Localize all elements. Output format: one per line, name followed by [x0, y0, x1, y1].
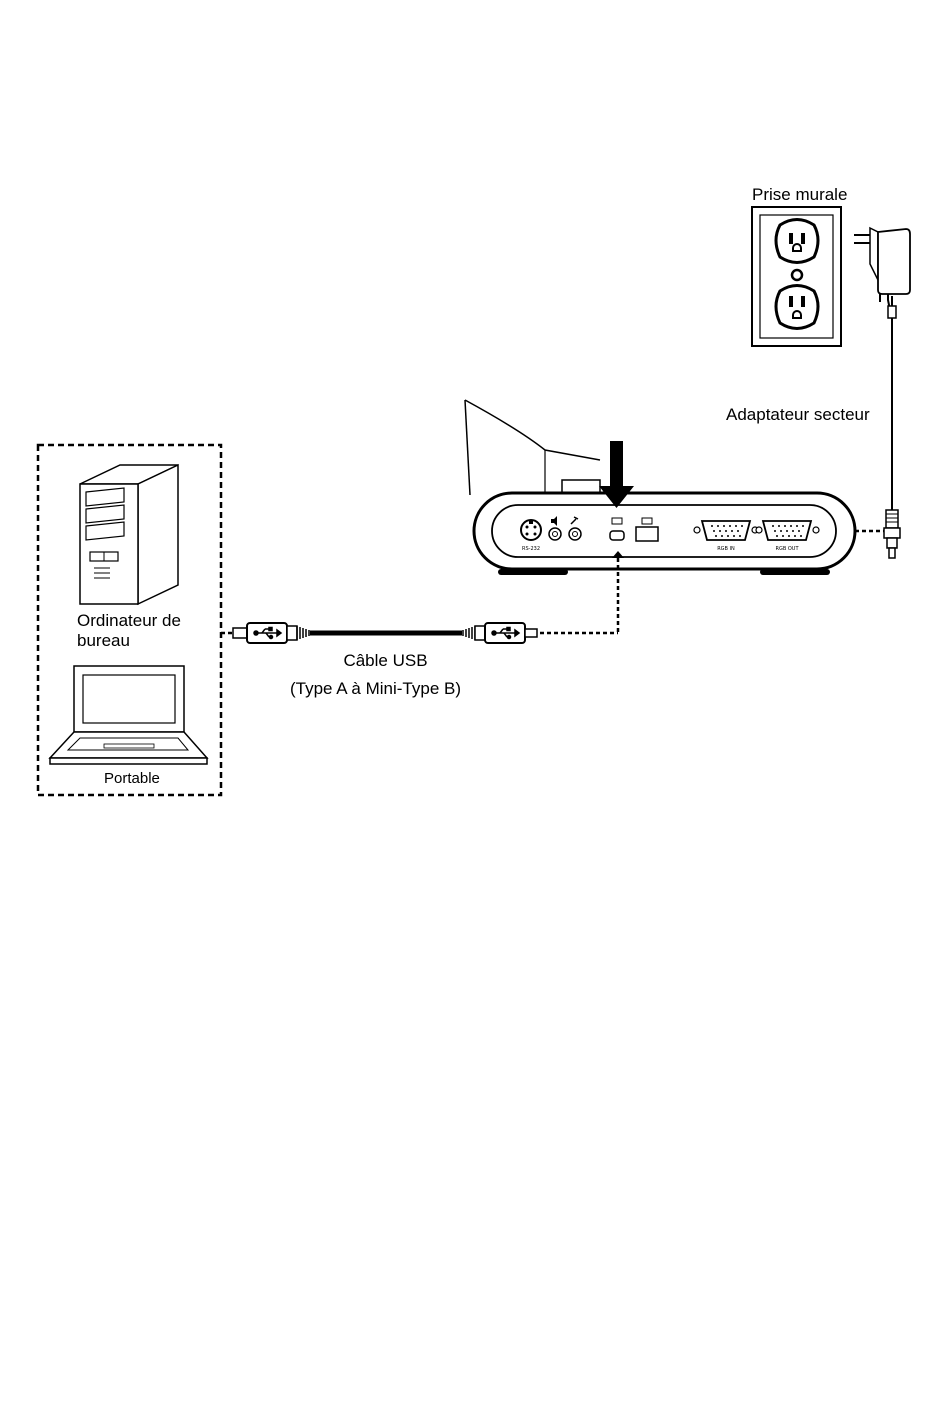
laptop-icon	[50, 666, 207, 764]
usb-cable-label: Câble USB	[338, 651, 433, 671]
wall-outlet-icon	[752, 207, 841, 346]
laptop-label: Portable	[104, 769, 160, 789]
desktop-tower-icon	[80, 465, 178, 604]
wall-outlet-label: Prise murale	[752, 185, 847, 205]
port-label-rs232: RS-232	[522, 546, 540, 552]
usb-cable-type-label: (Type A à Mini-Type B)	[290, 679, 461, 699]
desktop-label-line1: Ordinateur de	[77, 611, 181, 631]
port-label-rgb-in: RGB IN	[717, 546, 735, 552]
port-label-rgb-out: RGB OUT	[775, 546, 799, 552]
desktop-label-line2: bureau	[77, 631, 130, 651]
power-adapter-label: Adaptateur secteur	[726, 405, 870, 425]
document-camera-icon: RS-232 RGB IN RGB OUT	[465, 400, 855, 575]
power-adapter-icon	[854, 228, 910, 558]
